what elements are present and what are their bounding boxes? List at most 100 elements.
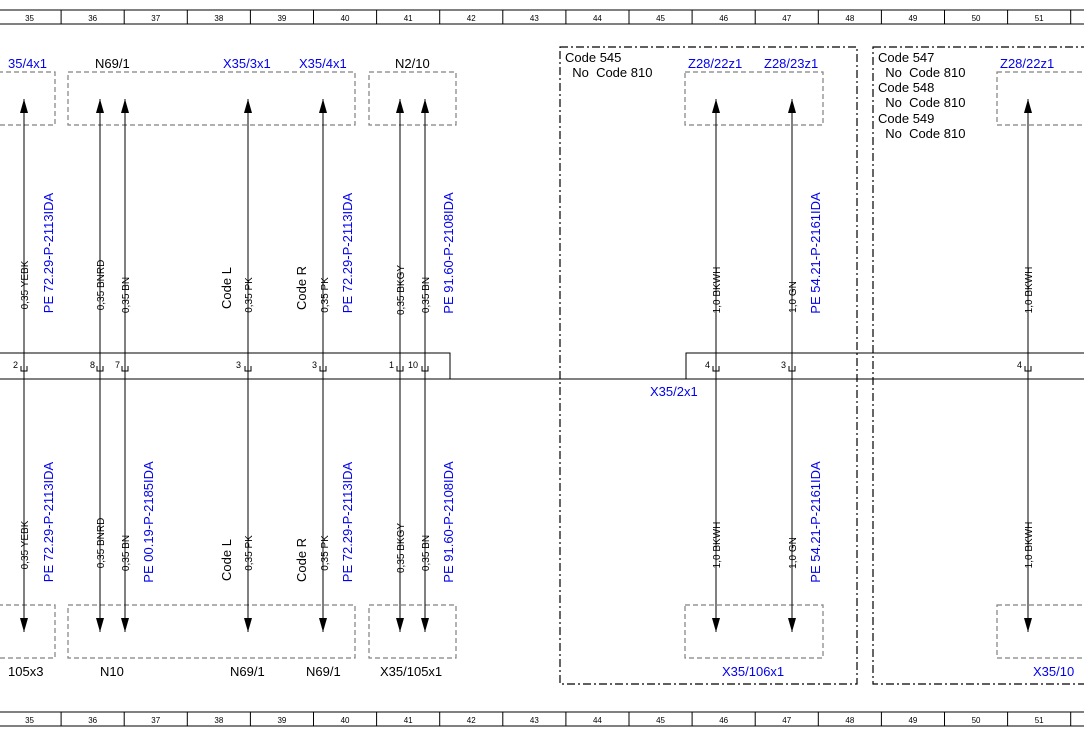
- wire-3-spec-top: 0,35 BN: [121, 277, 132, 313]
- wire-1-spec-top: 0,35 YEBK: [20, 260, 31, 309]
- ruler-bottom-col-label: 38: [214, 716, 223, 725]
- code-547-line-6: No Code 810: [878, 126, 965, 141]
- ruler-bottom-col-label: 43: [530, 716, 539, 725]
- pin-w10: 4: [1017, 360, 1022, 370]
- code-547-line-1: Code 547: [878, 50, 934, 65]
- ruler-top-col-label: 41: [404, 14, 413, 23]
- label-n69-1-a: N69/1: [230, 664, 265, 679]
- wire-7-arrow-top: [421, 99, 429, 113]
- code-l-top: Code L: [219, 267, 234, 309]
- wire-2-spec-bottom: 0,35 BNRD: [96, 518, 107, 569]
- ruler-top-col-label: 39: [277, 14, 286, 23]
- pin-w6: 1: [389, 360, 394, 370]
- box-top-x35-4x1-left: [0, 71, 56, 126]
- label-x35-4x1-left: 35/4x1: [8, 56, 47, 71]
- pe-w3-bottom: PE 00.19-P-2185IDA: [141, 461, 156, 583]
- label-x35-3x1: X35/3x1: [223, 56, 271, 71]
- ruler-top-col-label: 51: [1035, 14, 1044, 23]
- label-z28-22z1-right: Z28/22z1: [1000, 56, 1054, 71]
- pe-w1-bottom: PE 72.29-P-2113IDA: [41, 461, 56, 582]
- pe-w5-bottom: PE 72.29-P-2113IDA: [340, 461, 355, 582]
- wire-3-spec-bottom: 0,35 BN: [121, 535, 132, 571]
- ruler-top-col-label: 37: [151, 14, 160, 23]
- label-z28-22z1: Z28/22z1: [688, 56, 742, 71]
- wire-8-spec-top: 1,0 BKWH: [712, 267, 723, 314]
- pin-socket-9: [788, 366, 796, 372]
- wire-7-arrow-bottom: [421, 618, 429, 632]
- ruler-top-col-label: 45: [656, 14, 665, 23]
- pin-w5: 3: [312, 360, 317, 370]
- box-top-z28-right: [996, 71, 1084, 126]
- code-545-line-2: No Code 810: [565, 65, 652, 80]
- code-545-frame: [559, 46, 858, 685]
- box-bot-x35-105x1: [368, 604, 457, 659]
- box-top-n69-1: [67, 71, 356, 126]
- ruler-bottom-col-label: 40: [341, 716, 350, 725]
- pin-socket-4: [244, 366, 252, 372]
- connector-label-x35-2x1: X35/2x1: [650, 384, 698, 399]
- label-n10: N10: [100, 664, 124, 679]
- pe-w7-top: PE 91.60-P-2108IDA: [441, 192, 456, 314]
- label-105x3: 105x3: [8, 664, 43, 679]
- pe-w7-bottom: PE 91.60-P-2108IDA: [441, 461, 456, 583]
- wire-8-arrow-top: [712, 99, 720, 113]
- pin-socket-1: [20, 366, 28, 372]
- connector-strip: [0, 352, 1084, 380]
- wire-1-spec-bottom: 0,35 YEBK: [20, 520, 31, 569]
- code-r-top: Code R: [294, 266, 309, 310]
- wire-1-arrow-bottom: [20, 618, 28, 632]
- ruler-top-col-label: 40: [341, 14, 350, 23]
- ruler-bottom-col-label: 37: [151, 716, 160, 725]
- box-bot-105x3: [0, 604, 56, 659]
- label-n2-10: N2/10: [395, 56, 430, 71]
- wire-6-spec-bottom: 0,35 BKGY: [396, 523, 407, 573]
- wire-4-spec-top: 0,35 PK: [244, 277, 255, 313]
- wire-6-spec-top: 0,35 BKGY: [396, 265, 407, 315]
- wire-5-arrow-top: [319, 99, 327, 113]
- code-545-line-1: Code 545: [565, 50, 621, 65]
- ruler-bottom-col-label: 51: [1035, 716, 1044, 725]
- wires: [20, 99, 1032, 632]
- box-bot-x35-10-right: [996, 604, 1084, 659]
- wire-9-spec-bottom: 1,0 GN: [788, 537, 799, 569]
- wire-10-arrow-bottom: [1024, 618, 1032, 632]
- pe-w9-top: PE 54.21-P-2161IDA: [808, 192, 823, 314]
- code-l-bottom: Code L: [219, 539, 234, 581]
- pin-socket-5: [319, 366, 327, 372]
- label-n69-1: N69/1: [95, 56, 130, 71]
- ruler-bottom-col-label: 39: [277, 716, 286, 725]
- ruler-top-col-label: 46: [719, 14, 728, 23]
- label-x35-105x1: X35/105x1: [380, 664, 442, 679]
- ruler-bottom-col-label: 49: [908, 716, 917, 725]
- pin-w7: 10: [408, 360, 418, 370]
- wire-7-spec-bottom: 0,35 BN: [421, 535, 432, 571]
- pin-socket-2: [96, 366, 104, 372]
- wire-3-arrow-bottom: [121, 618, 129, 632]
- ruler-top-col-label: 35: [25, 14, 34, 23]
- pin-socket-3: [121, 366, 129, 372]
- pin-socket-7: [421, 366, 429, 372]
- wire-10-spec-top: 1,0 BKWH: [1024, 267, 1035, 314]
- ruler-bottom-col-label: 44: [593, 716, 602, 725]
- code-547-line-3: Code 548: [878, 80, 934, 95]
- wire-9-spec-top: 1,0 GN: [788, 281, 799, 313]
- pe-w9-bottom: PE 54.21-P-2161IDA: [808, 461, 823, 583]
- ruler-top-col-label: 42: [467, 14, 476, 23]
- wire-2-arrow-top: [96, 99, 104, 113]
- code-r-bottom: Code R: [294, 538, 309, 582]
- pin-w1: 2: [13, 360, 18, 370]
- ruler-bottom-col-label: 46: [719, 716, 728, 725]
- box-bot-n10: [67, 604, 356, 659]
- wire-1-arrow-top: [20, 99, 28, 113]
- pin-socket-10: [1024, 366, 1032, 372]
- wire-9-arrow-top: [788, 99, 796, 113]
- ruler-top-col-label: 44: [593, 14, 602, 23]
- wire-4-arrow-bottom: [244, 618, 252, 632]
- wire-8-spec-bottom: 1,0 BKWH: [712, 522, 723, 569]
- wire-9-arrow-bottom: [788, 618, 796, 632]
- pin-w2: 8: [90, 360, 95, 370]
- wire-10-arrow-top: [1024, 99, 1032, 113]
- box-top-n2-10: [368, 71, 457, 126]
